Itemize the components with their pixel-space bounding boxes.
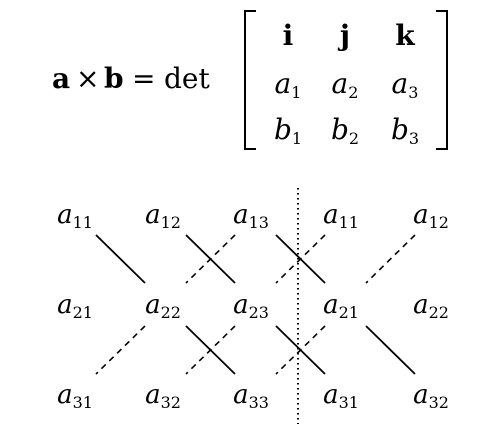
symbol: a [413, 290, 429, 320]
symbol: k [395, 19, 415, 52]
subscript: 31 [72, 393, 93, 412]
symbol: j [339, 19, 351, 52]
symbol: i [282, 19, 294, 52]
dashed-diagonal [95, 325, 146, 375]
matrix-entry: a1 [258, 70, 318, 101]
symbol: a [413, 380, 429, 410]
matrix-entry: b1 [258, 116, 318, 147]
det-operator: det [164, 62, 210, 95]
grid-entry: a11 [40, 202, 110, 231]
subscript: 31 [338, 393, 359, 412]
grid-entry: a22 [128, 292, 198, 321]
symbol: a [145, 290, 161, 320]
symbol: a [331, 67, 349, 100]
grid-entry: a31 [306, 382, 376, 411]
matrix-entry: a3 [375, 70, 435, 101]
solid-diagonal [365, 325, 416, 375]
solid-diagonal [95, 234, 146, 284]
symbol: a [323, 380, 339, 410]
symbol: a [391, 67, 409, 100]
grid-entry: a32 [128, 382, 198, 411]
dashed-diagonal [185, 325, 236, 375]
subscript: 32 [428, 393, 449, 412]
dashed-diagonal [275, 234, 326, 284]
subscript: 33 [248, 393, 269, 412]
subscript: 23 [248, 303, 269, 322]
symbol: a [274, 67, 292, 100]
grid-entry: a21 [306, 292, 376, 321]
symbol: a [233, 290, 249, 320]
symbol: b [330, 113, 349, 146]
grid-entry: a12 [396, 202, 466, 231]
subscript: 3 [408, 129, 420, 148]
matrix-left-bracket [244, 10, 256, 150]
grid-entry: a11 [306, 202, 376, 231]
subscript: 3 [408, 83, 419, 102]
matrix-entry: b3 [375, 116, 435, 147]
subscript: 2 [348, 83, 359, 102]
symbol: a [233, 380, 249, 410]
matrix-entry: b2 [315, 116, 375, 147]
equals-symbol: = [132, 62, 156, 95]
symbol: a [233, 200, 249, 230]
dashed-diagonal [185, 234, 236, 284]
symbol: a [57, 380, 73, 410]
symbol: a [145, 380, 161, 410]
subscript: 1 [291, 83, 302, 102]
subscript: 2 [348, 129, 360, 148]
grid-entry: a13 [216, 202, 286, 231]
grid-entry: a32 [396, 382, 466, 411]
matrix-entry: k [375, 22, 435, 50]
vector-a: a [52, 62, 71, 95]
times-symbol: × [76, 62, 100, 95]
subscript: 32 [160, 393, 181, 412]
grid-entry: a33 [216, 382, 286, 411]
grid-entry: a23 [216, 292, 286, 321]
grid-entry: a21 [40, 292, 110, 321]
symbol: a [57, 290, 73, 320]
symbol: a [413, 200, 429, 230]
matrix-entry: j [315, 22, 375, 50]
matrix-entry: i [258, 22, 318, 50]
symbol: a [323, 200, 339, 230]
subscript: 11 [338, 213, 359, 232]
grid-entry: a22 [396, 292, 466, 321]
subscript: 12 [428, 213, 449, 232]
subscript: 12 [160, 213, 181, 232]
grid-entry: a31 [40, 382, 110, 411]
vector-b: b [104, 62, 124, 95]
diagonal-lines [95, 188, 416, 424]
grid-entry: a12 [128, 202, 198, 231]
subscript: 1 [291, 129, 303, 148]
dashed-diagonal [365, 234, 416, 284]
symbol: a [323, 290, 339, 320]
subscript: 21 [72, 303, 93, 322]
symbol: b [390, 113, 409, 146]
subscript: 13 [248, 213, 269, 232]
matrix-right-bracket [436, 10, 448, 150]
subscript: 22 [428, 303, 449, 322]
symbol: a [57, 200, 73, 230]
dashed-diagonal [275, 325, 326, 375]
matrix-entry: a2 [315, 70, 375, 101]
subscript: 11 [72, 213, 93, 232]
subscript: 22 [160, 303, 181, 322]
subscript: 21 [338, 303, 359, 322]
symbol: b [273, 113, 292, 146]
symbol: a [145, 200, 161, 230]
